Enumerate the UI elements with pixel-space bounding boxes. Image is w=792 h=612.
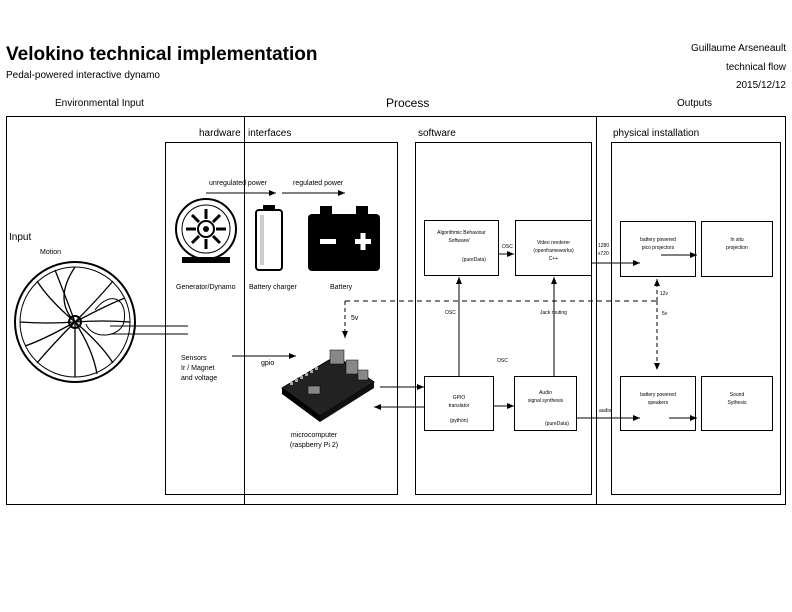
battery-icon (308, 206, 380, 271)
generator-icon (175, 198, 237, 263)
video-label-line2: (openframeworks) (533, 248, 574, 254)
sensors-label-line1: Sensors (181, 355, 207, 362)
bicycle-wheel-icon (14, 261, 136, 383)
microcomputer-label-line1: microcomputer (290, 432, 338, 439)
section-outputs: Outputs (677, 98, 713, 109)
sound-line2: Sythesis (727, 400, 747, 406)
subsection-physical-installation: physical installation (613, 128, 700, 139)
microcomputer-label-line2: (raspberry Pi 2) (289, 442, 339, 449)
power-5v-right-label: 5v (662, 311, 668, 317)
algorithmic-behaviour-box (424, 220, 499, 276)
osc-mid-label: OSC (497, 358, 508, 364)
document-type: technical flow (725, 62, 786, 73)
video-renderer-box (515, 220, 592, 276)
author: Guillaume Arseneault (690, 43, 786, 54)
projectors-line2: pico projectors (641, 245, 675, 251)
algo-label-line1: Algorithmic Behaviour (437, 230, 486, 236)
unregulated-power-label: unregulated power (209, 180, 267, 187)
projectors-line1: battery powered (640, 237, 676, 243)
document-date: 2015/12/12 (735, 80, 786, 91)
subsection-interfaces: interfaces (248, 128, 292, 139)
speakers-line2: speakers (647, 400, 669, 406)
gpio-translator-box (424, 376, 494, 431)
video-label-line3: C++ (548, 256, 559, 262)
in-situ-projection-box (701, 221, 773, 277)
page-title: Velokino technical implementation (6, 44, 318, 65)
sensors-label-line2: Ir / Magnet (181, 365, 215, 372)
speakers-box (620, 376, 696, 431)
audio-out-label: audio (599, 408, 612, 414)
audio-label-line1: Audio (539, 390, 552, 396)
motion-label: Motion (40, 249, 62, 256)
sensors-label-line3: and voltage (181, 375, 218, 382)
subsection-software: software (418, 128, 456, 139)
osc-top-label: OSC (502, 244, 513, 250)
insitu-line2: projection (726, 245, 748, 251)
power-5v-left-label: 5v (351, 315, 359, 322)
pico-projectors-box (620, 221, 696, 277)
insitu-line1: In situ (730, 237, 744, 243)
audio-sub-label: (pureData) (545, 421, 569, 427)
sound-synthesis-box (701, 376, 773, 431)
resolution-line2: x720 (598, 251, 609, 257)
raspberry-pi-icon (281, 349, 375, 422)
audio-label-line2: signal synthesis (527, 398, 564, 404)
gpio-translator-sub: (python) (449, 418, 469, 424)
generator-label: Generator/Dynamo (176, 284, 236, 291)
section-process: Process (386, 96, 430, 110)
section-environmental-input: Environmental Input (55, 98, 144, 109)
resolution-line1: 1280 (598, 243, 610, 249)
gpio-label: gpio (261, 360, 275, 367)
physical-installation-frame (611, 142, 781, 495)
algo-sub-label: (pureData) (462, 257, 486, 263)
battery-label: Battery (330, 284, 353, 291)
jack-routing-label: Jack routing (540, 310, 567, 316)
gpio-translator-line1: GPIO (452, 395, 466, 401)
regulated-power-label: regulated power (293, 180, 344, 187)
page-subtitle: Pedal-powered interactive dynamo (6, 70, 160, 81)
power-12v-label: 12v (660, 291, 669, 297)
input-label: Input (9, 232, 32, 243)
gpio-translator-line2: translator (448, 403, 470, 409)
process-frame (244, 116, 597, 505)
sound-line1: Sound (729, 392, 745, 398)
hardware-interfaces-frame (165, 142, 398, 495)
audio-synthesis-box (514, 376, 577, 431)
video-label-line1: Video renderer (537, 240, 570, 246)
software-frame (415, 142, 592, 495)
battery-charger-label: Battery charger (249, 284, 297, 291)
speakers-line1: battery powered (640, 392, 676, 398)
battery-charger-icon (255, 205, 283, 271)
osc-left-label: OSC (445, 310, 456, 316)
algo-label-line2: Software/ (448, 238, 470, 244)
subsection-hardware: hardware (199, 128, 241, 139)
